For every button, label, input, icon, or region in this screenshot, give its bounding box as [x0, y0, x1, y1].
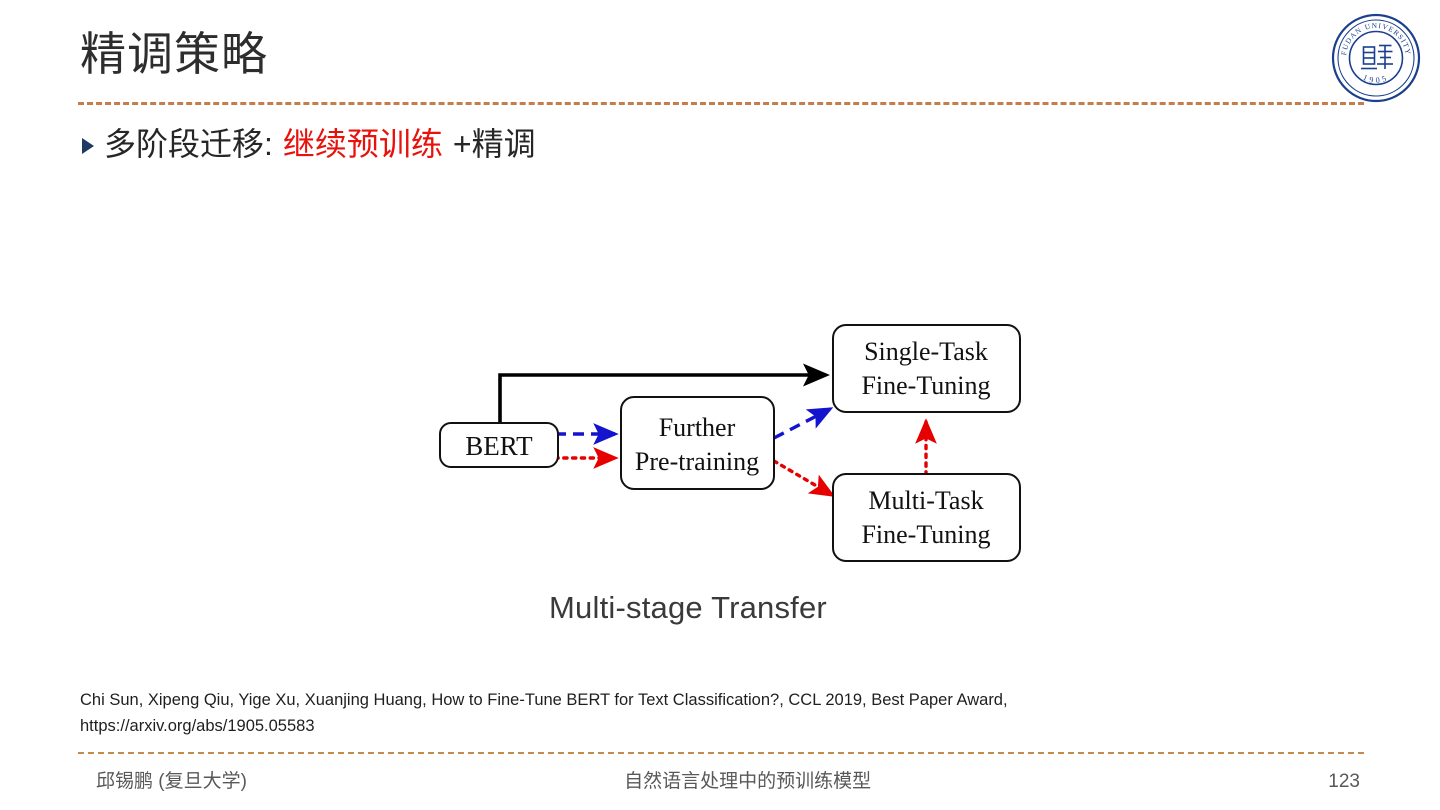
bullet-suffix-text: +精调: [452, 126, 536, 162]
diagram-box-multi-task-line2: Fine-Tuning: [861, 520, 990, 549]
figure-caption: Multi-stage Transfer: [0, 590, 1440, 626]
edge-bert-to-single-task: [498, 363, 830, 423]
bullet-line: 多阶段迁移: 继续预训练 +精调: [82, 124, 536, 166]
bullet-prefix-text: 多阶段迁移:: [104, 126, 273, 162]
diagram-box-further-line1: Further: [659, 413, 736, 442]
header-divider: [78, 102, 1364, 105]
citation-line-1: Chi Sun, Xipeng Qiu, Yige Xu, Xuanjing H…: [80, 691, 1008, 709]
diagram-box-bert: BERT: [439, 422, 559, 468]
footer-deck-title: 自然语言处理中的预训练模型: [624, 771, 872, 792]
diagram-box-bert-label: BERT: [465, 431, 533, 461]
page-title: 精调策略: [80, 28, 268, 80]
diagram-box-further-pretraining: Further Pre-training: [620, 396, 775, 490]
footer-author: 邱锡鹏 (复旦大学): [96, 771, 247, 792]
figure-caption-text: Multi-stage Transfer: [549, 590, 827, 625]
edge-further-to-multi-task-red: [772, 459, 836, 497]
diagram-box-single-task-line2: Fine-Tuning: [861, 371, 990, 400]
diagram-box-further-line2: Pre-training: [635, 447, 759, 476]
footer-divider: [78, 752, 1364, 754]
citation-link[interactable]: https://arxiv.org/abs/1905.05583: [80, 716, 315, 735]
triangle-bullet-icon: [82, 138, 94, 155]
footer-page-number: 123: [1328, 771, 1360, 792]
diagram-box-multi-task-fine-tuning: Multi-Task Fine-Tuning: [832, 473, 1021, 562]
edge-further-to-single-task-blue: [773, 407, 834, 440]
diagram-box-single-task-fine-tuning: Single-Task Fine-Tuning: [832, 324, 1021, 413]
slide-footer: 邱锡鹏 (复旦大学) 自然语言处理中的预训练模型 123: [96, 766, 1360, 793]
diagram-box-multi-task-line1: Multi-Task: [868, 486, 983, 515]
bullet-highlight-text: 继续预训练: [282, 126, 443, 162]
fudan-university-seal-logo: FUDAN UNIVERSITY 1905: [1330, 12, 1422, 104]
svg-text:1905: 1905: [1362, 73, 1391, 85]
multi-stage-transfer-diagram: BERT Further Pre-training Single-Task Fi…: [430, 310, 1050, 580]
diagram-box-single-task-line1: Single-Task: [864, 337, 988, 366]
citation-block: Chi Sun, Xipeng Qiu, Yige Xu, Xuanjing H…: [80, 688, 1310, 739]
